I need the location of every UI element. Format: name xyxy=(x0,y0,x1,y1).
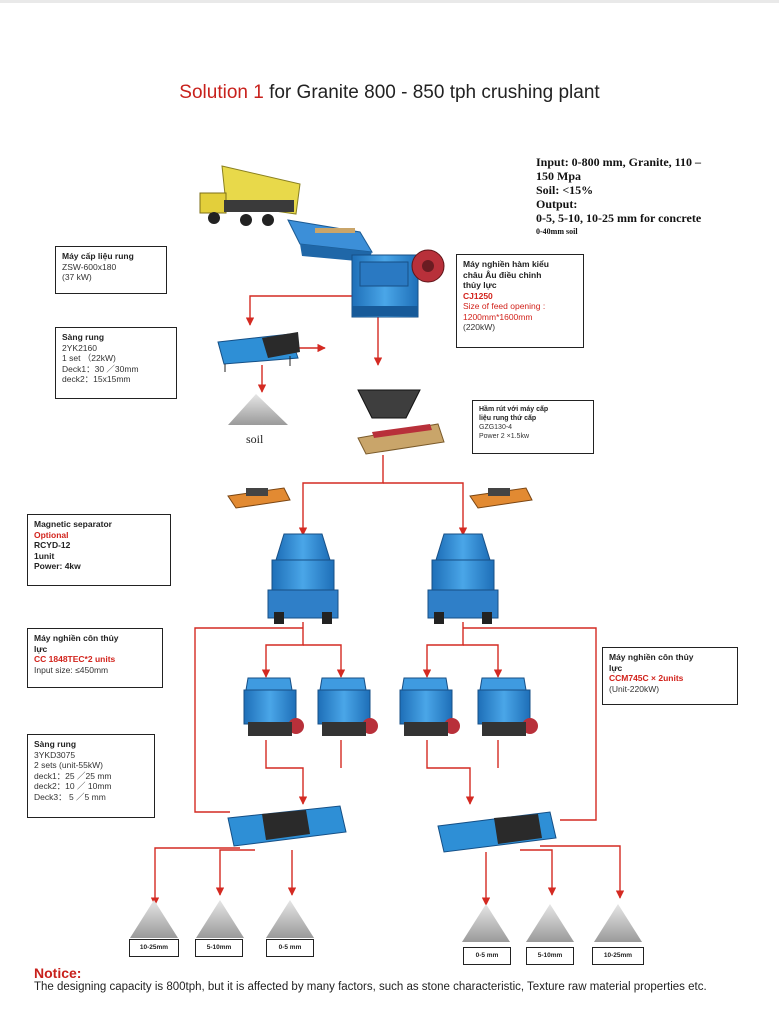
cone-left-info-box: Máy nghiền côn thủy lực CC 1848TEC*2 uni… xyxy=(27,628,163,688)
cone-crusher-icon xyxy=(267,533,339,624)
product-tag: 10-25mm xyxy=(592,947,644,965)
screen1-info-box: Sàng rung 2YK2160 1 set （22kW) Deck1：30 … xyxy=(55,327,177,399)
feeder-info-box: Máy cấp liệu rung ZSW-600x180 (37 kW) xyxy=(55,246,167,294)
magnetic-separator-icon xyxy=(469,487,533,509)
stone-pile-icon xyxy=(130,900,178,938)
product-tag: 0-5 mm xyxy=(463,947,511,965)
jaw-crusher-icon xyxy=(351,249,445,318)
product-tag: 0-5 mm xyxy=(266,939,314,957)
vibrating-screen-icon xyxy=(227,805,347,847)
vibrating-screen-icon xyxy=(217,332,300,372)
product-tag: 5-10mm xyxy=(526,947,574,965)
notice: Notice: The designing capacity is 800tph… xyxy=(34,966,754,994)
stone-pile-icon xyxy=(526,904,574,942)
top-rule xyxy=(0,0,779,3)
hopper-icon xyxy=(357,389,445,455)
stone-pile-icon xyxy=(462,904,510,942)
hopper-info-box: Hầm rút với máy cấp liệu rung thứ cấp GZ… xyxy=(472,400,594,454)
magnetic-separator-icon xyxy=(227,487,291,509)
screen2-info-box: Sàng rung 3YKD3075 2 sets (unit-55kW) de… xyxy=(27,734,155,818)
cone-crusher-icon xyxy=(477,677,538,736)
dump-truck-icon xyxy=(199,165,301,226)
notice-title: Notice: xyxy=(34,965,82,981)
notice-text: The designing capacity is 800tph, but it… xyxy=(34,981,707,993)
stone-pile-icon xyxy=(594,904,642,942)
specs-text: Input: 0-800 mm, Granite, 110 – 150 Mpa … xyxy=(536,155,702,236)
stone-pile-icon xyxy=(196,900,244,938)
cone-crusher-icon xyxy=(427,533,499,624)
magnetic-separator-info-box: Magnetic separator Optional RCYD-12 1uni… xyxy=(27,514,171,586)
cone-crusher-icon xyxy=(399,677,460,736)
product-tag: 10-25mm xyxy=(129,939,179,957)
stone-pile-icon xyxy=(228,394,288,425)
vibrating-screen-icon xyxy=(437,811,557,853)
jaw-crusher-info-box: Máy nghiền hàm kiểu châu Âu điều chỉnh t… xyxy=(456,254,584,348)
product-tag: 5-10mm xyxy=(195,939,243,957)
cone-crusher-icon xyxy=(317,677,378,736)
soil-label: soil xyxy=(246,432,264,446)
page-title: Solution 1 for Granite 800 - 850 tph cru… xyxy=(179,82,600,103)
cone-right-info-box: Máy nghiền côn thủy lực CCM745C × 2units… xyxy=(602,647,738,705)
stone-pile-icon xyxy=(266,900,314,938)
cone-crusher-icon xyxy=(243,677,304,736)
